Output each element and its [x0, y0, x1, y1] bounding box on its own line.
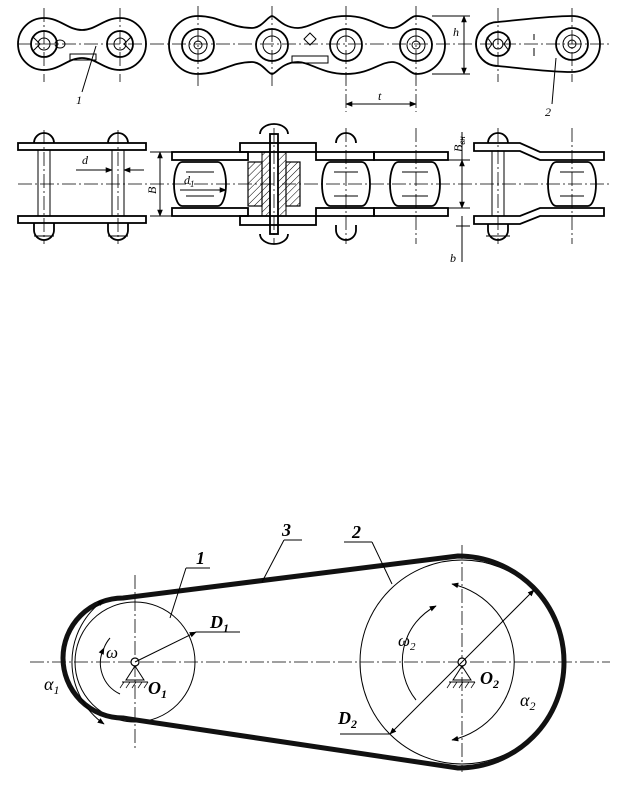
- label-Bvn: Bвн: [451, 136, 467, 152]
- offset-link-top: [475, 8, 601, 82]
- label-d: d: [82, 153, 89, 167]
- belt-drive: D1 D2 ω ω2 α1 α2 1 3 2 O1 O2: [30, 520, 610, 772]
- label-O1: O1: [148, 678, 167, 701]
- label-O2: O2: [480, 668, 499, 691]
- connecting-link-side: [17, 130, 147, 244]
- connecting-link-top: [17, 8, 147, 82]
- offset-link-side: [473, 128, 605, 244]
- label-alpha2: α2: [520, 690, 535, 713]
- label-h: h: [453, 25, 459, 39]
- label-B: B: [145, 186, 159, 194]
- label-alpha1: α1: [44, 674, 59, 697]
- label-belt: 3: [281, 520, 291, 540]
- label-D1: D1: [209, 612, 229, 635]
- label-pulley-2: 2: [351, 522, 361, 542]
- label-omega2: ω2: [398, 631, 416, 653]
- chain-links-top: [168, 6, 446, 112]
- label-part-2: 2: [545, 105, 551, 119]
- label-pulley-1: 1: [196, 548, 205, 568]
- chain-links-side: [171, 123, 449, 245]
- chain-side-view: d B: [17, 123, 612, 265]
- label-d1: d1: [184, 173, 195, 189]
- belt: [60, 553, 567, 771]
- label-t: t: [378, 89, 382, 103]
- label-part-1: 1: [76, 93, 82, 107]
- label-b: b: [450, 251, 456, 265]
- label-omega1: ω: [106, 643, 118, 662]
- chain-top-view: h t 1 2: [17, 6, 612, 119]
- label-D2: D2: [337, 708, 357, 731]
